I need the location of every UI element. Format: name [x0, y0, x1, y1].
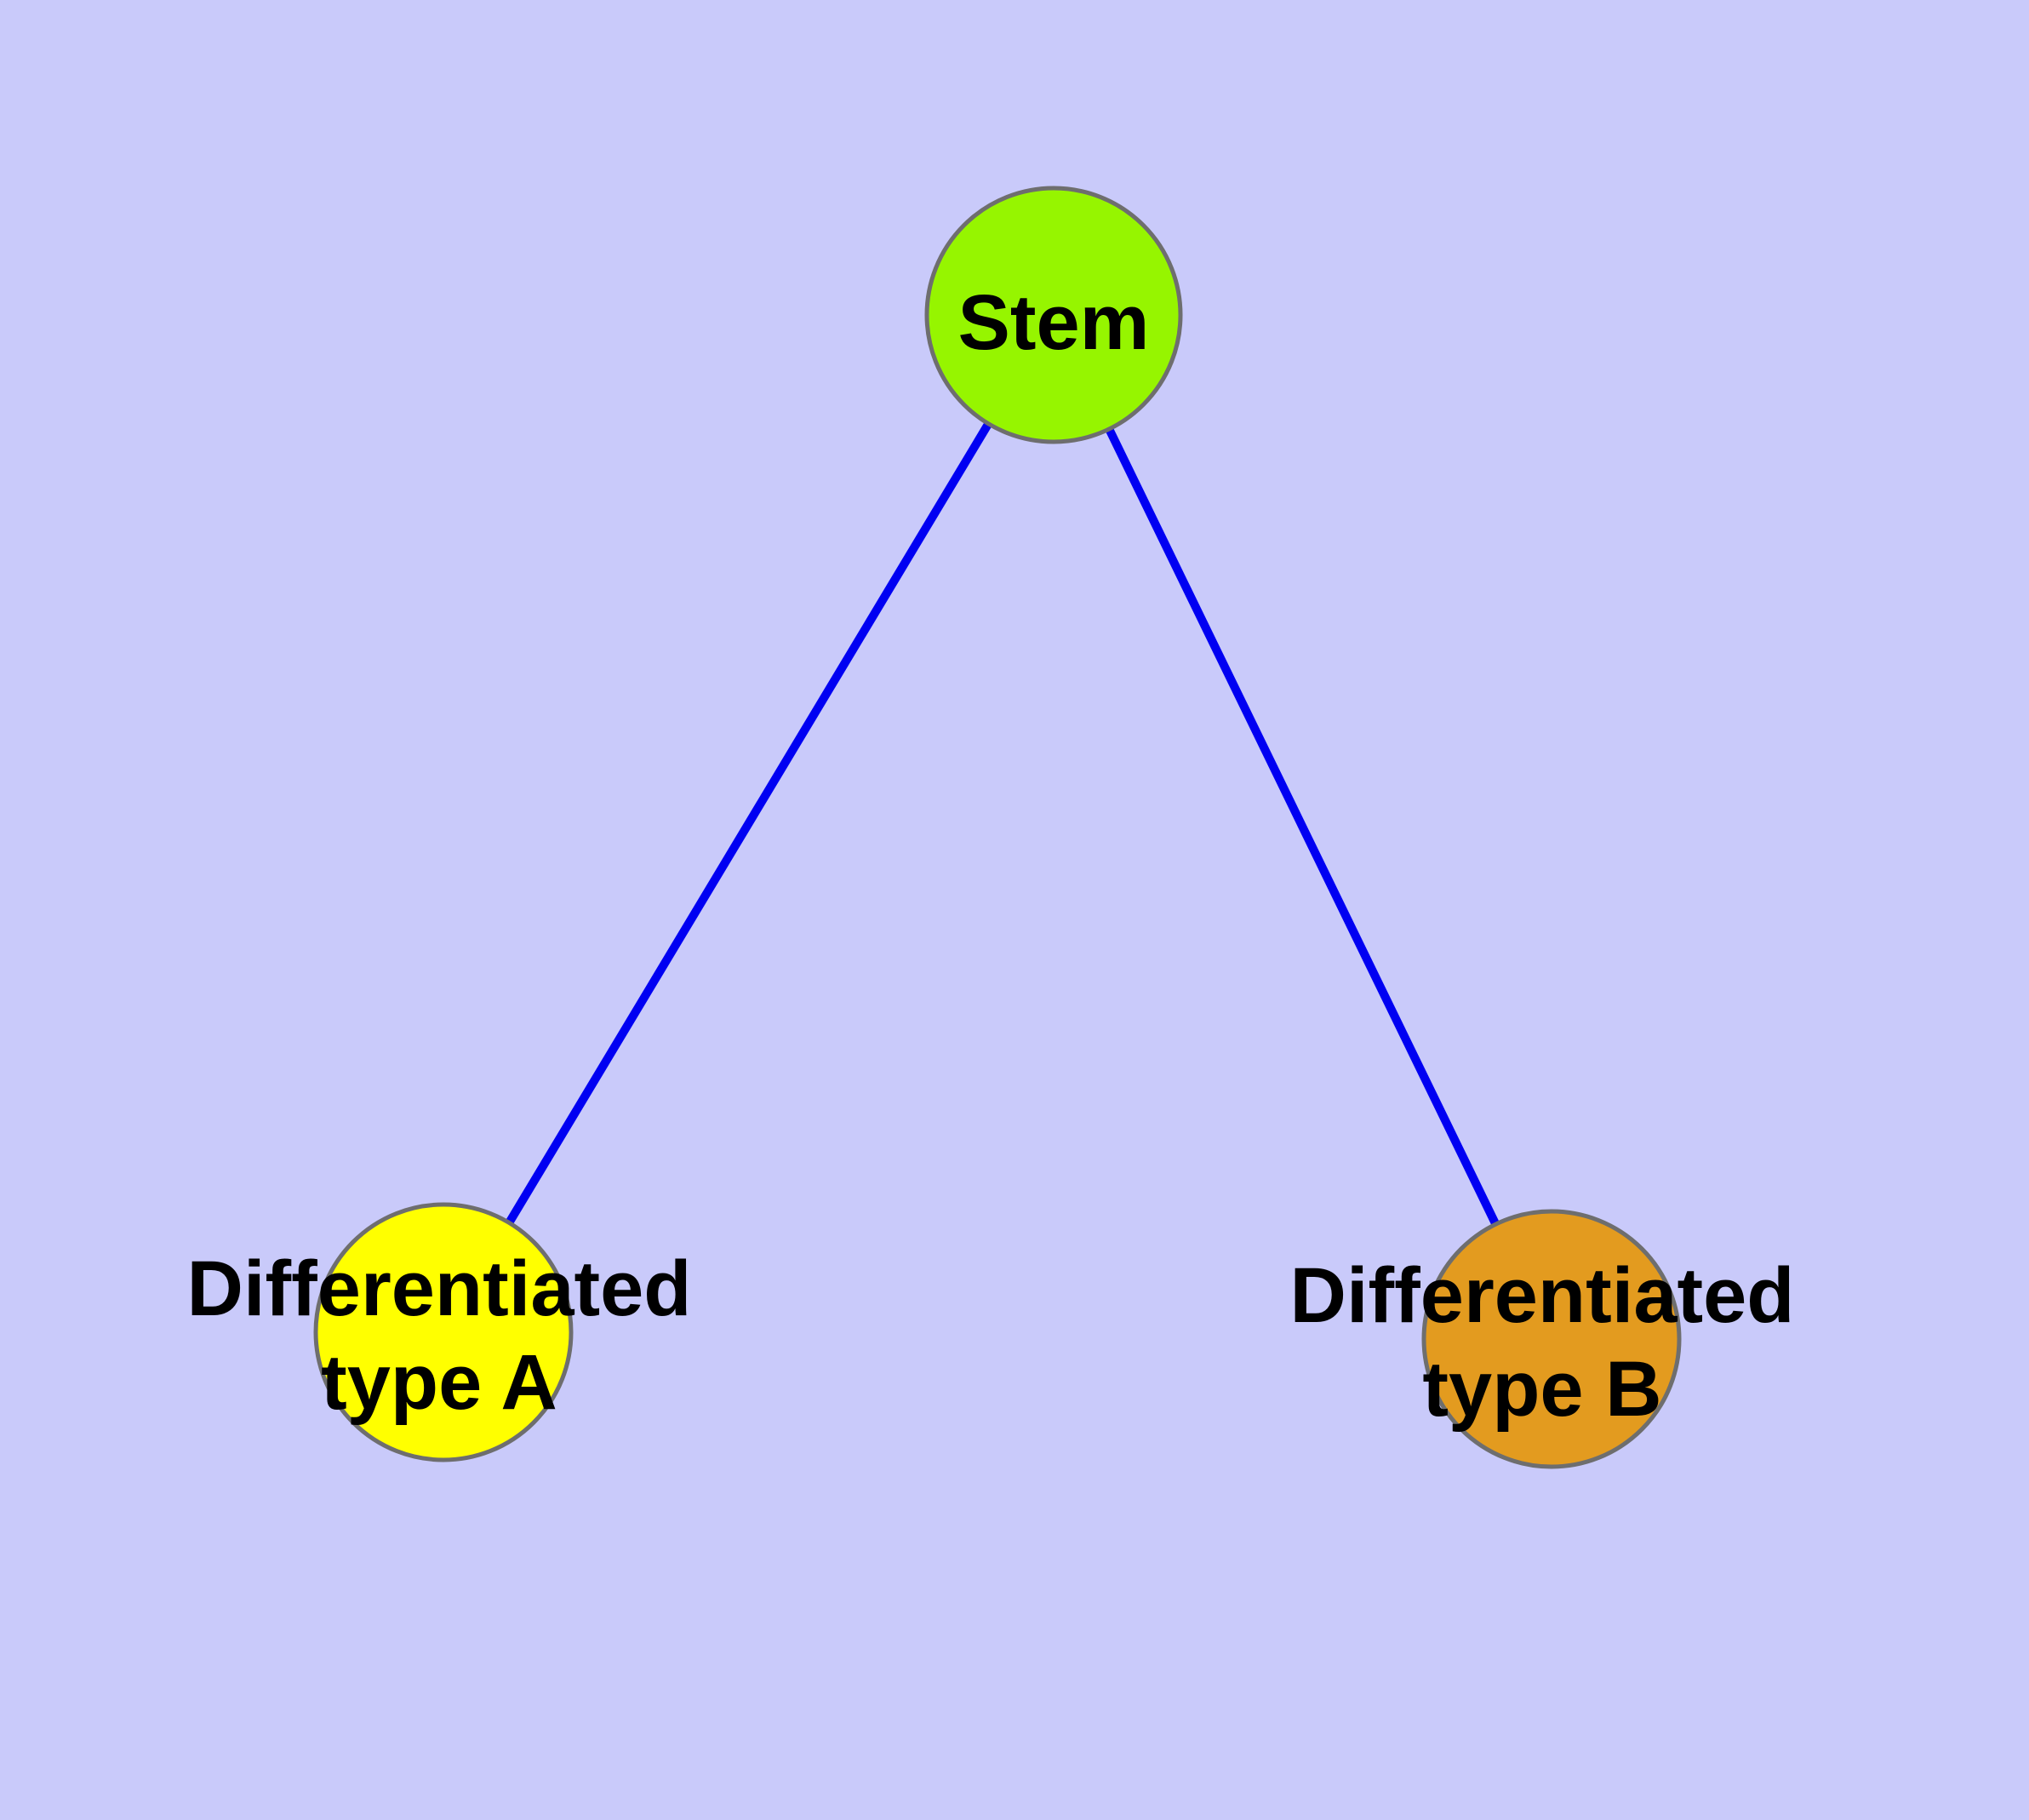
edge-stem-to-type-a [439, 312, 1058, 1335]
node-stem-circle [924, 186, 1183, 444]
edge-stem-to-type-b [1049, 312, 1556, 1342]
edge-group [439, 312, 1556, 1342]
node-stem-label: Stem [958, 279, 1150, 366]
node-type-a-circle [313, 1202, 574, 1462]
node-stem: Stem [924, 186, 1183, 444]
node-type-b-label-line1: Differentiated [1290, 1252, 1795, 1339]
node-type-b: Differentiated type B [1290, 1209, 1795, 1469]
node-type-a: Differentiated type A [187, 1202, 692, 1462]
node-type-a-label-line1: Differentiated [187, 1245, 692, 1332]
node-type-a-label-line2: type A [321, 1339, 557, 1426]
node-type-b-label-line2: type B [1422, 1346, 1661, 1433]
node-type-b-circle [1421, 1209, 1682, 1469]
